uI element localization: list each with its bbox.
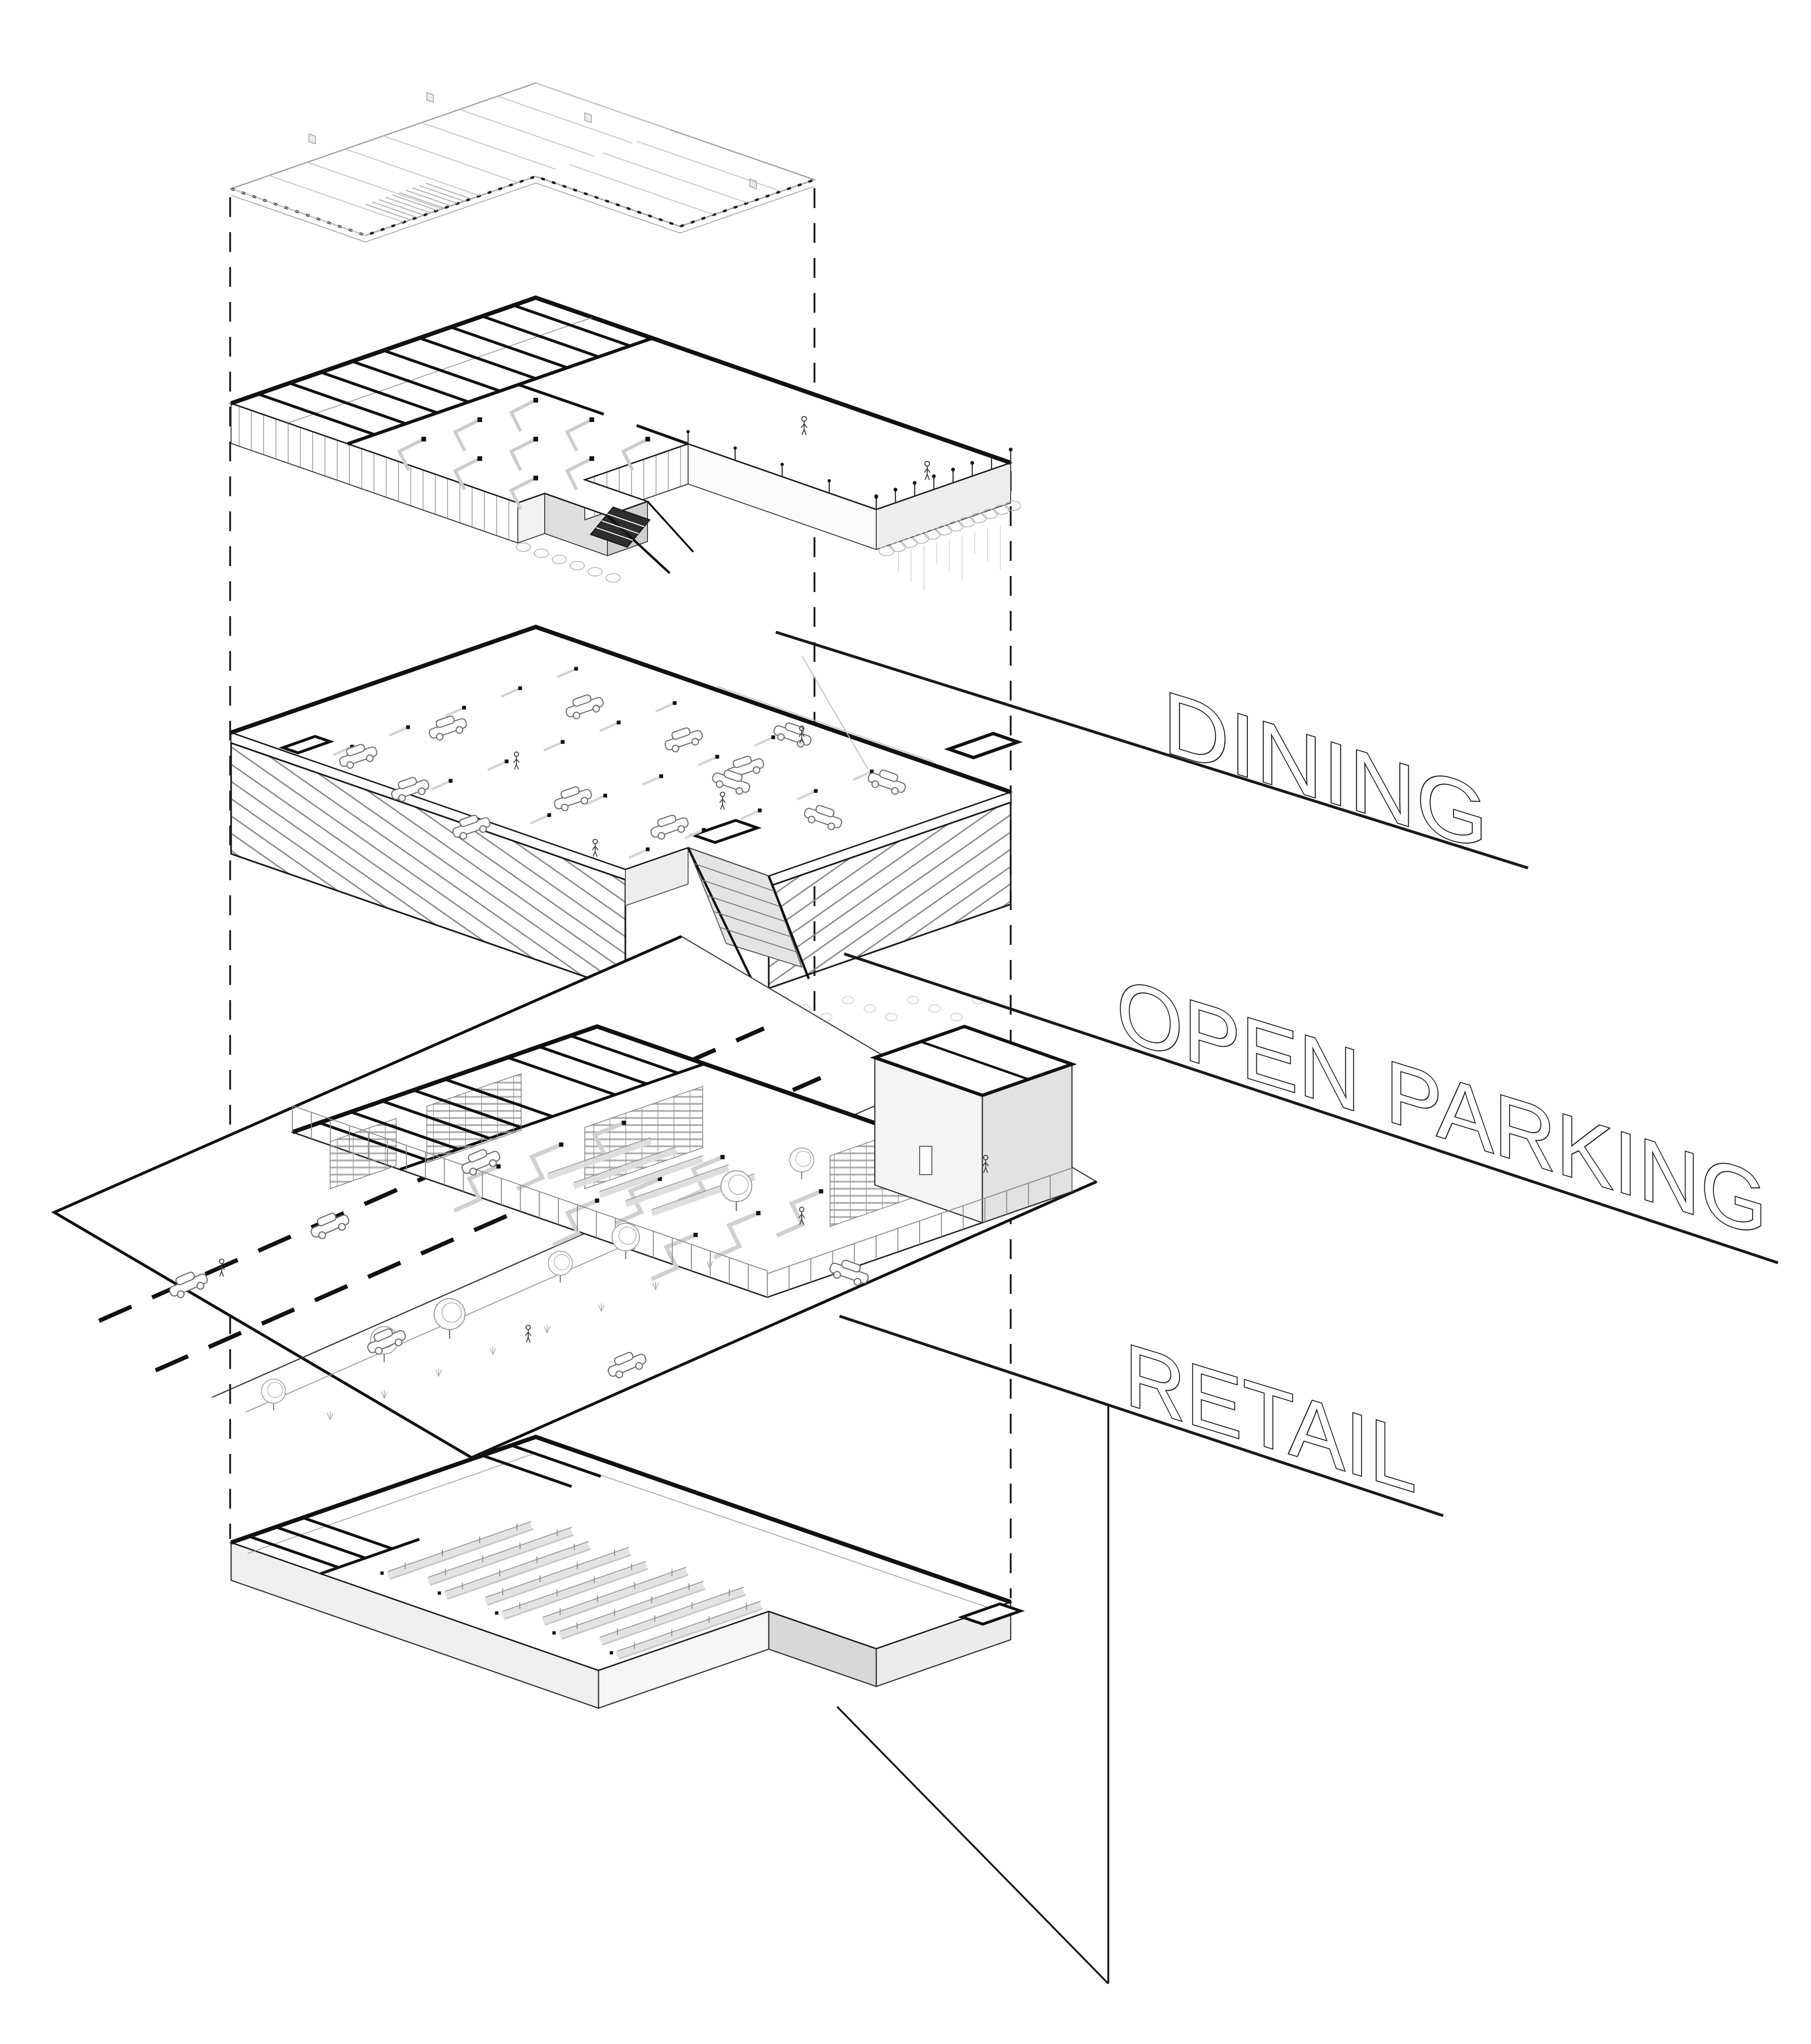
dining-interior <box>258 304 1021 590</box>
site-plane-heavy-edges <box>51 935 1097 1460</box>
roof-plate <box>229 82 816 236</box>
ground-tower <box>870 1025 1077 1224</box>
label-leader-lines <box>775 631 1778 1985</box>
ground-site-level <box>51 935 1098 1460</box>
dining-leader-line <box>775 631 1529 869</box>
parking-side-walls <box>230 732 1012 992</box>
retail-leader-line <box>839 1315 1444 1517</box>
retail-core <box>957 1602 1025 1626</box>
roof-framing <box>231 83 781 236</box>
dining-bar-inner-wall <box>347 336 653 446</box>
open-parking-level <box>229 625 1023 1021</box>
parking-deck-contents <box>332 667 984 1021</box>
parking-back-walls <box>230 625 1012 794</box>
roof-level <box>229 82 816 242</box>
parking-cores <box>278 732 1023 844</box>
retail-back-walls <box>230 1435 1012 1604</box>
level-labels: DINING OPEN PARKING RETAIL <box>1116 672 1769 1513</box>
retail-label: RETAIL <box>1125 1325 1417 1512</box>
dining-terrace-wall <box>517 383 689 445</box>
parking-stair-rails <box>687 847 810 984</box>
roof-slab-edge <box>231 183 815 242</box>
dining-label: DINING <box>1163 673 1488 869</box>
parking-ramp-lines <box>716 655 934 769</box>
roof-vents <box>308 92 757 190</box>
retail-shelving <box>249 1443 763 1660</box>
dining-back-walls <box>230 295 1012 465</box>
retail-level <box>229 1435 1025 1709</box>
ground-site-contents <box>165 1034 1072 1420</box>
dining-level <box>229 295 1021 590</box>
open-parking-label: OPEN PARKING <box>1117 959 1768 1256</box>
open-parking-leader-line <box>844 952 1778 1264</box>
dining-stair-rails <box>606 501 694 574</box>
retail-floor-connector <box>836 1706 1109 1985</box>
roof-cut-dashes <box>231 175 815 237</box>
